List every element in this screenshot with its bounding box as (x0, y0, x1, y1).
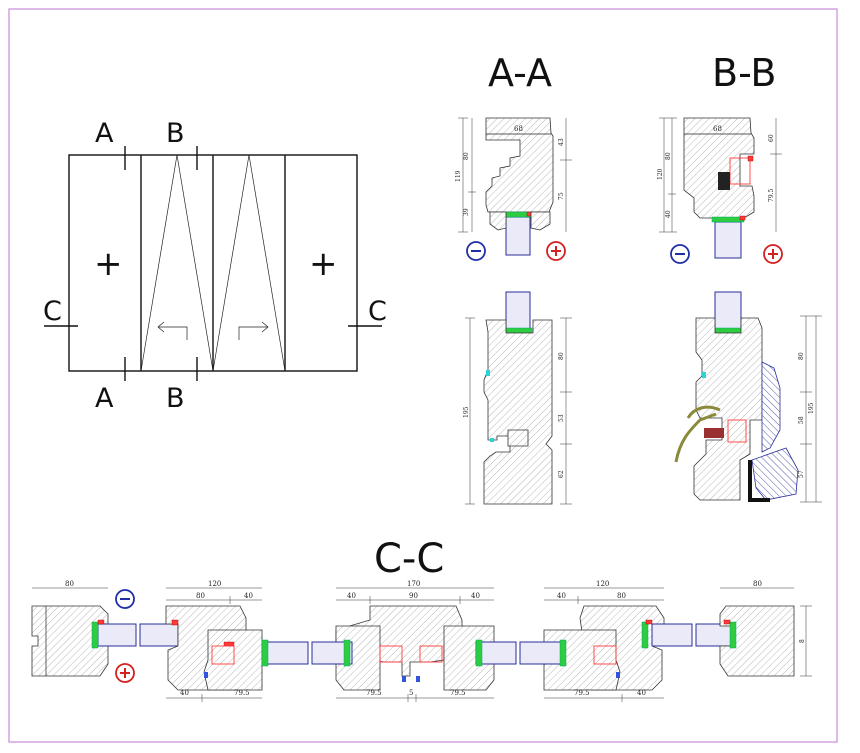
sill-profile-bb (693, 317, 763, 501)
section-title-cc: C-C (374, 536, 444, 582)
jamb-left (31, 605, 109, 677)
cut-label-c-left: C (43, 296, 62, 327)
cut-label-a-bottom: A (95, 383, 114, 414)
dim-cc-b3a: 79.5 (574, 689, 590, 697)
exterior-plus-icon-cc (115, 663, 135, 683)
dim-cc-g3a: 40 (347, 592, 356, 600)
dim-cc-b2c: 79.5 (450, 689, 466, 697)
dim-aa-top-r2: 75 (558, 192, 565, 200)
dim-bb-bottom-r1: 80 (798, 352, 805, 360)
dim-bb-top-r2: 79.5 (768, 188, 775, 202)
dim-cc-g4: 120 (596, 580, 609, 588)
interior-minus-icon-cc (115, 589, 135, 609)
dim-bb-bottom-total: 195 (808, 402, 815, 414)
jamb-right (719, 605, 795, 677)
dim-cc-g2: 120 (208, 580, 221, 588)
dim-cc-g3b: 90 (409, 592, 418, 600)
section-title-aa: A-A (488, 51, 552, 95)
cut-label-c-right: C (368, 296, 387, 327)
dim-cc-g4b: 80 (617, 592, 626, 600)
dim-aa-top-h1: 119 (455, 170, 462, 182)
interior-minus-icon (466, 241, 486, 261)
section-aa-top: 119 80 39 43 75 68 (455, 117, 572, 256)
head-frame-profile-bb (683, 117, 755, 219)
dim-cc-g3c: 40 (471, 592, 480, 600)
dim-bb-top-h2: 80 (665, 152, 672, 160)
section-title-bb: B-B (712, 51, 777, 95)
fixed-pane-mark-left: + (94, 244, 123, 284)
dim-cc-g4a: 40 (557, 592, 566, 600)
dim-cc-b2b: 5 (409, 689, 413, 697)
dim-cc-b3b: 40 (637, 689, 646, 697)
dim-cc-b2a: 79.5 (366, 689, 382, 697)
dim-aa-bottom-total: 195 (463, 406, 470, 418)
dim-aa-top-width: 68 (514, 125, 523, 133)
section-bb-top: 120 80 40 60 79.5 68 (657, 117, 782, 259)
fixed-pane-mark-right: + (309, 244, 338, 284)
section-bb-bottom: 80 58 57 195 (674, 291, 822, 503)
dim-aa-bottom-r3: 62 (558, 470, 565, 478)
cut-label-b-top: B (166, 118, 185, 149)
dim-cc-g1: 80 (65, 580, 74, 588)
exterior-plus-icon (546, 241, 566, 261)
sheet-border (8, 8, 838, 743)
plan-view: + + A B A B C C (43, 118, 387, 414)
dim-bb-top-width: 68 (713, 125, 722, 133)
dim-cc-b1a: 40 (180, 689, 189, 697)
sash-opening-right (212, 154, 286, 372)
exterior-cladding (761, 361, 781, 453)
cut-label-a-top: A (95, 118, 114, 149)
dim-bb-top-r1: 60 (768, 134, 775, 142)
section-aa-bottom: 195 80 53 62 (463, 291, 572, 505)
dim-cc-g5v: 8 (799, 639, 806, 643)
slide-arrow-left (157, 321, 188, 340)
slide-arrow-right (238, 321, 269, 340)
dim-bb-top-h1: 120 (657, 168, 664, 180)
exterior-plus-icon-bb (763, 244, 783, 264)
head-frame-profile (485, 117, 554, 213)
dim-cc-g2b: 40 (244, 592, 253, 600)
sill-profile (483, 319, 553, 505)
glazing-unit (505, 216, 531, 256)
cut-label-b-bottom: B (166, 383, 185, 414)
dim-cc-g3: 170 (407, 580, 420, 588)
dim-aa-top-h2: 80 (463, 152, 470, 160)
dim-bb-bottom-r2: 58 (798, 416, 805, 424)
dim-cc-g2a: 80 (196, 592, 205, 600)
dim-aa-bottom-r2: 53 (558, 414, 565, 422)
dim-aa-top-h3: 39 (463, 208, 470, 216)
dim-aa-top-r1: 43 (558, 138, 565, 146)
dim-bb-top-h3: 40 (665, 210, 672, 218)
dim-cc-b1b: 79.5 (234, 689, 250, 697)
sash-opening-left (140, 154, 214, 372)
section-cc: 80 120 80 40 170 40 90 40 120 40 80 80 8… (31, 580, 812, 702)
interior-minus-icon-bb (670, 244, 690, 264)
dim-cc-g5: 80 (753, 580, 762, 588)
dim-bb-bottom-r3: 57 (798, 470, 805, 478)
dim-aa-bottom-r1: 80 (558, 352, 565, 360)
